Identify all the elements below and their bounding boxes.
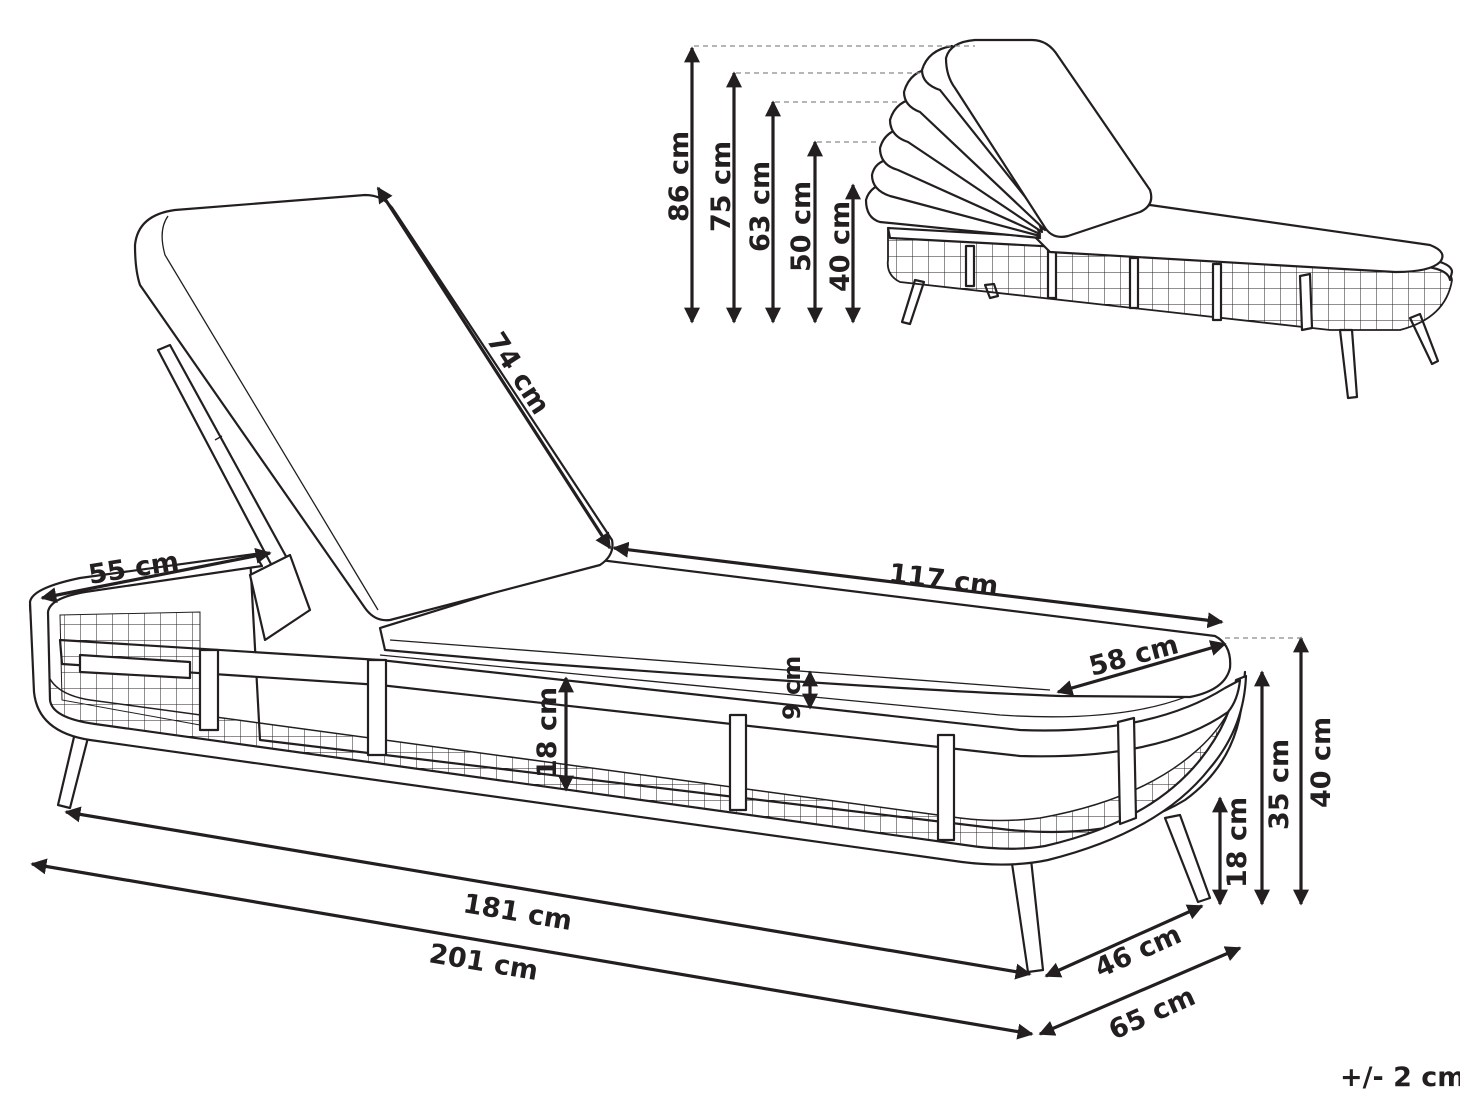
seat-width-line	[1056, 640, 1227, 696]
backrest-length-line	[376, 186, 612, 550]
label-seat-length: 117 cm	[887, 558, 1000, 602]
post-2	[366, 658, 388, 757]
label-inner-width: 46 cm	[1090, 919, 1186, 984]
label-recline-86: 86 cm	[664, 131, 695, 222]
label-cushion-thickness: 9 cm	[778, 656, 806, 720]
head-width-line	[40, 547, 272, 604]
post-3	[728, 713, 748, 812]
label-total-length: 201 cm	[427, 938, 541, 987]
seat-cushion	[378, 558, 1232, 699]
label-recline-75: 75 cm	[706, 141, 737, 232]
leg-front-left	[1008, 848, 1045, 974]
inset-recline-lounger	[864, 38, 1454, 400]
label-leg-height: 18 cm	[1222, 797, 1253, 888]
post-1	[198, 648, 220, 732]
label-recline-50: 50 cm	[786, 181, 817, 272]
dimension-lines	[30, 186, 1309, 1040]
post-4	[936, 733, 956, 842]
label-seat-height: 40 cm	[1306, 717, 1337, 808]
label-frame-height: 18 cm	[532, 687, 563, 778]
post-5	[1116, 716, 1138, 826]
leg-front-right	[1163, 813, 1212, 904]
total-length-line	[30, 858, 1034, 1040]
label-total-width: 65 cm	[1104, 981, 1200, 1046]
seat-length-line	[612, 541, 1224, 629]
main-lounger	[28, 193, 1248, 974]
label-recline-40: 40 cm	[825, 201, 856, 292]
label-frame-top-height: 35 cm	[1264, 739, 1295, 830]
total-width-line	[1038, 946, 1242, 1036]
inset-dimension-lines	[684, 45, 975, 324]
label-recline-63: 63 cm	[745, 161, 776, 252]
tolerance-note: +/- 2 cm	[1340, 1062, 1460, 1093]
